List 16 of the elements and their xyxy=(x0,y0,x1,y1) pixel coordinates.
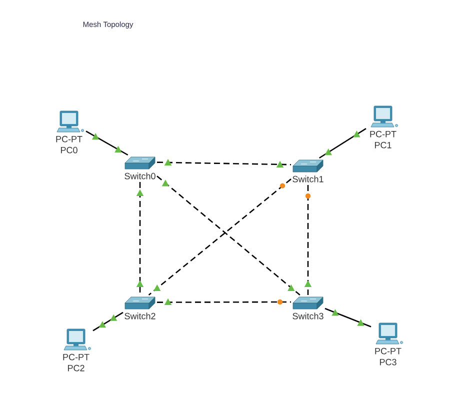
cable-line xyxy=(307,185,309,295)
cable-line xyxy=(157,301,291,303)
device-label: PC0 xyxy=(61,146,78,154)
cable-line xyxy=(157,162,292,166)
device-label: PC-PT xyxy=(375,348,402,354)
device-label: PC-PT xyxy=(56,136,82,142)
device-label: Switch1 xyxy=(292,176,324,182)
device-label: Switch3 xyxy=(292,312,324,320)
device-label: Switch0 xyxy=(124,172,156,180)
device-label: PC-PT xyxy=(63,354,90,360)
device-label: Switch2 xyxy=(124,312,156,320)
device-label: PC-PT xyxy=(370,130,396,138)
device-label: PC1 xyxy=(374,142,392,148)
device-label: PC2 xyxy=(68,364,84,372)
cable-line xyxy=(139,182,141,295)
device-label: PC3 xyxy=(380,358,396,366)
